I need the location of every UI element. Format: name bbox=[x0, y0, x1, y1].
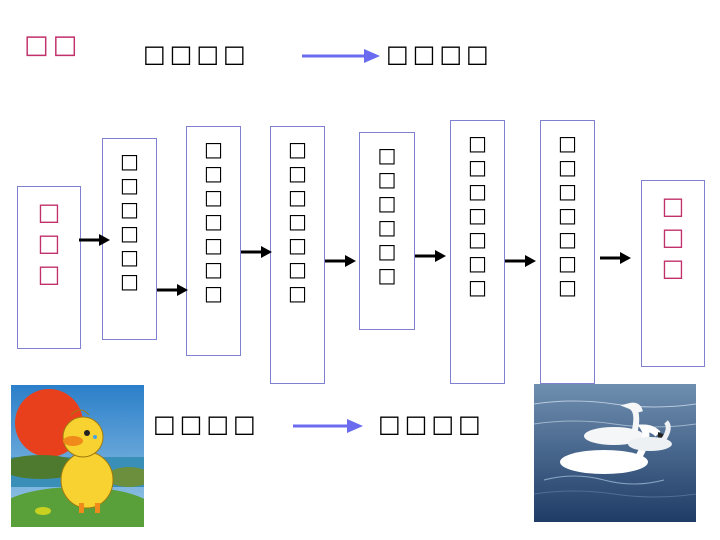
flow-arrow-icon-7 bbox=[600, 252, 631, 264]
flow-box-5: □□□□□□ bbox=[359, 132, 415, 330]
flow-box-3: □□□□□□□ bbox=[186, 126, 241, 356]
flow-arrow-icon-5 bbox=[415, 250, 446, 262]
bottom-right-label: □□□□ bbox=[378, 410, 485, 438]
flow-box-1-text: □□□ bbox=[37, 198, 61, 288]
top-right-label: □□□□ bbox=[386, 40, 493, 68]
ugly-duckling-image bbox=[11, 385, 144, 527]
top-left-label: □□□□ bbox=[143, 40, 250, 68]
flow-box-7-text: □□□□□□□ bbox=[558, 131, 577, 299]
flow-box-2-text: □□□□□□ bbox=[120, 149, 139, 293]
flow-box-1: □□□ bbox=[17, 186, 81, 349]
flow-box-4: □□□□□□□ bbox=[270, 126, 325, 384]
flow-box-7: □□□□□□□ bbox=[540, 120, 595, 384]
flow-arrow-icon-6 bbox=[505, 255, 536, 267]
bottom-left-label: □□□□ bbox=[153, 410, 260, 438]
bottom-arrow-icon bbox=[293, 419, 363, 433]
flow-box-8-text: □□□ bbox=[661, 192, 685, 282]
top-arrow-icon bbox=[302, 49, 380, 63]
flow-arrow-icon-1 bbox=[79, 234, 110, 246]
flow-box-3-text: □□□□□□□ bbox=[204, 137, 223, 305]
flow-arrow-icon-4 bbox=[325, 255, 356, 267]
flow-box-6: □□□□□□□ bbox=[450, 120, 505, 384]
flow-box-6-text: □□□□□□□ bbox=[468, 131, 487, 299]
swans-image bbox=[534, 384, 696, 522]
flow-arrow-icon-2 bbox=[157, 284, 188, 296]
flow-box-5-text: □□□□□□ bbox=[377, 143, 397, 287]
page-title: □□ bbox=[24, 30, 82, 60]
flow-box-8: □□□ bbox=[641, 180, 705, 367]
flow-box-4-text: □□□□□□□ bbox=[288, 137, 307, 305]
flow-arrow-icon-3 bbox=[241, 246, 272, 258]
